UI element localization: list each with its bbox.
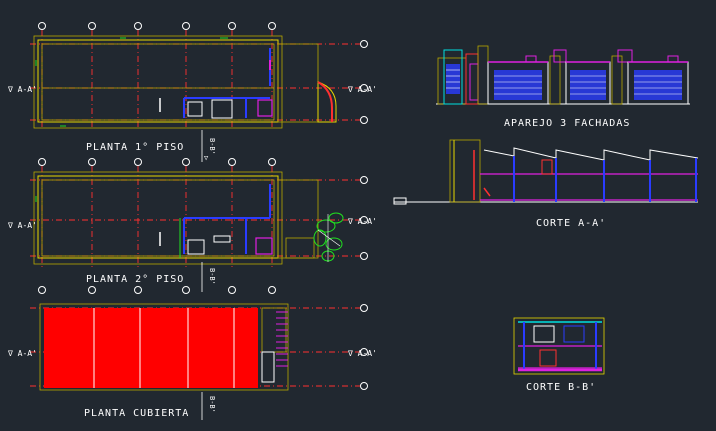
svg-text:▽: ▽ — [204, 154, 209, 162]
roof-surface — [44, 308, 258, 388]
cut-mark-b-1: B-B' — [208, 138, 216, 155]
cut-mark-b-2: B-B' — [208, 268, 216, 285]
plan-second-floor: ∇ A-A' ∇ A-A' B-B' PLANTA 2° PISO — [7, 158, 377, 292]
cut-mark-a-left-3: ∇ A-A' — [7, 349, 37, 358]
cut-mark-a-right-3: ∇ A-A' — [347, 349, 377, 358]
plan-first-floor: ∇ A-A' ∇ A-A' B-B' ▽ PLANTA 1° PISO — [7, 22, 377, 162]
section-aa: CORTE A-A' — [393, 139, 699, 229]
cut-mark-a-left-1: ∇ A-A' — [7, 85, 37, 94]
section-aa-title: CORTE A-A' — [536, 218, 606, 229]
cut-mark-a-right-2: ∇ A-A' — [347, 217, 377, 226]
plan-second-floor-title: PLANTA 2° PISO — [86, 274, 184, 285]
axis-bubbles-top-3 — [38, 286, 276, 294]
roof-stair-hatch — [261, 307, 288, 383]
cut-mark-a-left-2: ∇ A-A' — [7, 221, 37, 230]
facades-title: APAREJO 3 FACHADAS — [504, 118, 630, 129]
section-bb: CORTE B-B' — [513, 317, 605, 393]
section-bb-title: CORTE B-B' — [526, 382, 596, 393]
axis-bubbles-top-2 — [38, 158, 276, 166]
cut-mark-a-right-1: ∇ A-A' — [347, 85, 377, 94]
plan-first-floor-title: PLANTA 1° PISO — [86, 142, 184, 153]
facades-elevation: APAREJO 3 FACHADAS — [436, 45, 690, 129]
tree-icon — [313, 212, 344, 262]
plan-roof: ∇ A-A' ∇ A-A' B-B' PLANTA CUBIERTA — [7, 286, 377, 420]
axis-bubbles-top-1 — [38, 22, 276, 30]
cut-mark-b-3: B-B' — [208, 396, 216, 413]
plan-roof-title: PLANTA CUBIERTA — [84, 408, 189, 419]
